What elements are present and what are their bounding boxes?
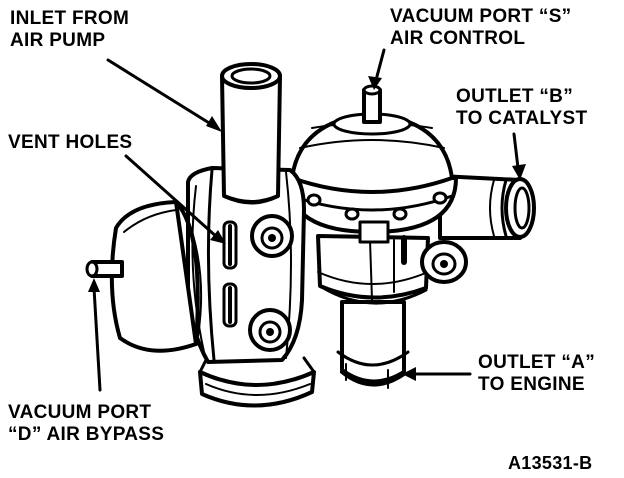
inlet-label: INLET FROM AIR PUMP: [10, 8, 129, 52]
figure-reference: A13531-B: [508, 453, 593, 473]
vacuum-d-arrowhead: [88, 278, 100, 292]
vacuum-s-arrowhead: [368, 76, 382, 90]
outlet-b-label-line2: TO CATALYST: [456, 108, 588, 129]
inlet-label-line2: AIR PUMP: [10, 30, 106, 51]
diaphragm-housing: [286, 84, 458, 244]
inlet-pipe: [220, 62, 282, 205]
main-valve-body: [186, 166, 316, 408]
vacuum-d-label-line2: “D” AIR BYPASS: [8, 424, 165, 445]
outlet-b-label: OUTLET “B” TO CATALYST: [456, 86, 587, 130]
vent-holes-label-line1: VENT HOLES: [8, 132, 133, 153]
inlet-label-line1: INLET FROM: [10, 8, 130, 29]
leader-lines: [88, 48, 526, 392]
right-valve-body: [316, 234, 468, 305]
outlet-b-arrowhead: [512, 164, 526, 180]
bypass-diaphragm-can: [85, 200, 203, 353]
inlet-arrowhead: [206, 116, 222, 132]
vent-arrowhead: [210, 230, 226, 244]
outlet-a-label-line1: OUTLET “A”: [478, 352, 595, 373]
vacuum-s-label-line2: AIR CONTROL: [390, 28, 526, 49]
outlet-a-arrowhead: [402, 367, 416, 381]
outlet-b-label-line1: OUTLET “B”: [456, 86, 573, 107]
vacuum-d-label: VACUUM PORT “D” AIR BYPASS: [8, 402, 164, 446]
vacuum-s-label: VACUUM PORT “S” AIR CONTROL: [390, 6, 571, 50]
outlet-a-pipe: [336, 300, 410, 389]
outlet-a-label-line2: TO ENGINE: [478, 374, 585, 395]
outlet-a-label: OUTLET “A” TO ENGINE: [478, 352, 595, 396]
vacuum-d-label-line1: VACUUM PORT: [8, 402, 152, 423]
vent-holes-label: VENT HOLES: [8, 132, 132, 154]
vacuum-s-label-line1: VACUUM PORT “S”: [390, 6, 572, 27]
